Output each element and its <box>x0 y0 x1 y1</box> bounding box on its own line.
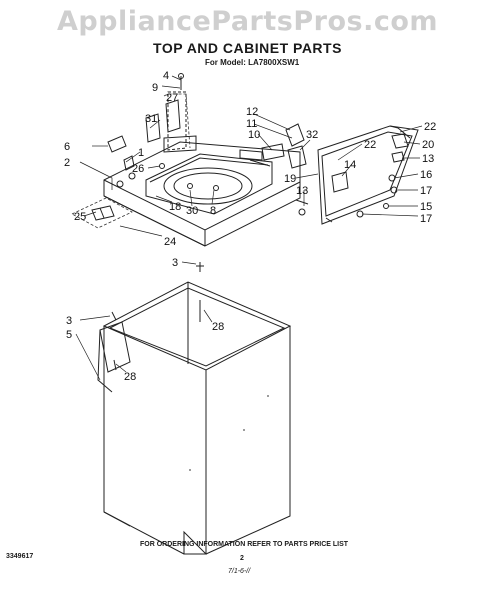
callout-14: 14 <box>344 159 356 171</box>
callout-numbers: 4 9 27 31 6 1 2 26 30 8 18 25 24 12 11 1… <box>64 70 436 383</box>
callout-12: 12 <box>246 106 258 118</box>
callout-3-upper: 3 <box>172 257 178 269</box>
callout-3-lower: 3 <box>66 315 72 327</box>
lid-assembly <box>261 123 419 225</box>
handwritten-mark: 7/1-6-// <box>228 568 251 575</box>
page-number: 2 <box>240 555 244 562</box>
callout-8: 8 <box>210 205 216 217</box>
callout-19: 19 <box>284 173 296 185</box>
model-subtitle: For Model: LA7800XSW1 <box>205 58 300 67</box>
callout-28-lower: 28 <box>124 371 136 383</box>
callout-2: 2 <box>64 157 70 169</box>
watermark: AppliancePartsPros.com <box>56 6 439 37</box>
callout-11: 11 <box>246 118 257 130</box>
callout-5: 5 <box>66 329 72 341</box>
callout-17-upper: 17 <box>420 185 432 197</box>
callout-25: 25 <box>74 211 86 223</box>
cabinet-assembly <box>97 262 292 555</box>
doc-number: 3349617 <box>6 553 34 560</box>
ordering-note: FOR ORDERING INFORMATION REFER TO PARTS … <box>140 541 349 548</box>
washer-top-assembly <box>103 73 301 247</box>
callout-16: 16 <box>420 169 432 181</box>
callout-17-lower: 17 <box>420 213 432 225</box>
callout-9: 9 <box>152 82 158 94</box>
callout-6: 6 <box>64 141 70 153</box>
hinge-bracket-assembly-25 <box>71 197 133 229</box>
callout-31: 31 <box>145 113 157 125</box>
callout-13-left: 13 <box>296 185 308 197</box>
page-title: TOP AND CABINET PARTS <box>153 40 342 56</box>
leader-lines <box>75 75 423 381</box>
callout-1: 1 <box>138 147 144 159</box>
callout-30: 30 <box>186 205 198 217</box>
callout-28-upper: 28 <box>212 321 224 333</box>
callout-26: 26 <box>132 163 144 175</box>
callout-22-lower: 22 <box>364 139 376 151</box>
callout-20: 20 <box>422 139 434 151</box>
callout-13-right: 13 <box>422 153 434 165</box>
callout-15: 15 <box>420 201 432 213</box>
callout-32: 32 <box>306 129 318 141</box>
callout-4: 4 <box>163 70 169 82</box>
callout-18: 18 <box>169 201 181 213</box>
callout-24: 24 <box>164 236 176 248</box>
callout-10: 10 <box>248 129 260 141</box>
callout-27: 27 <box>166 92 178 104</box>
callout-22-upper: 22 <box>424 121 436 133</box>
